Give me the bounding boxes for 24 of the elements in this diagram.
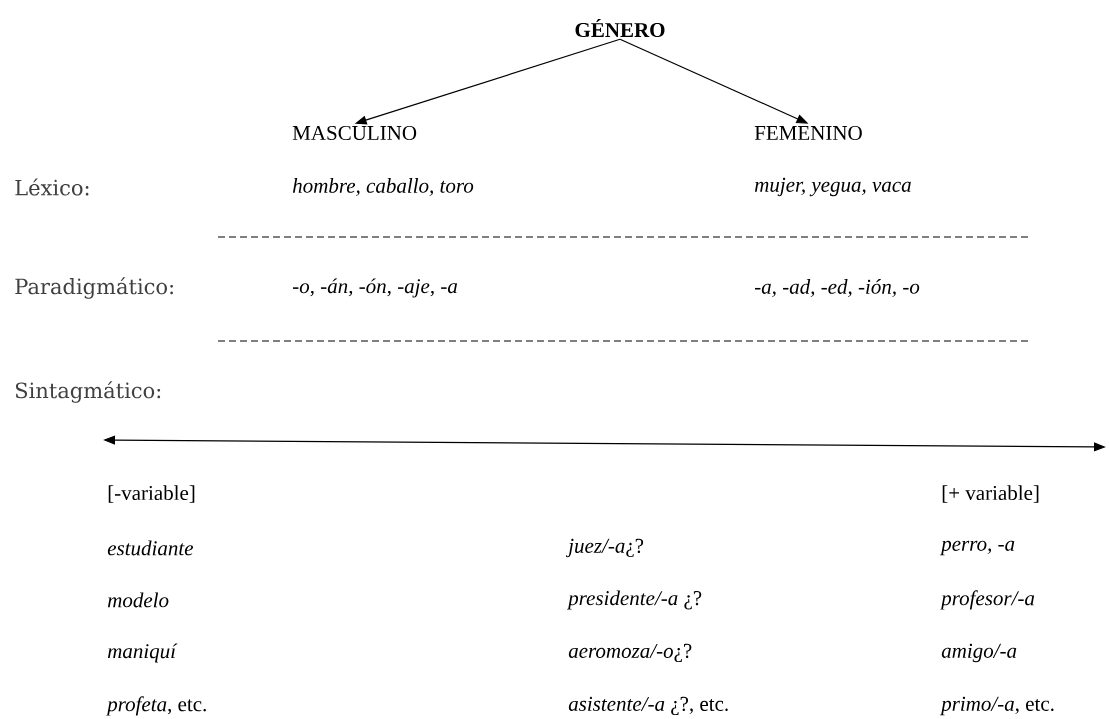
example-word: primo/-a, etc. xyxy=(940,696,1054,716)
example-word: maniquí xyxy=(107,643,178,663)
example-words: hombre, caballo, toro xyxy=(292,178,474,196)
scale-end-label: [+ variable] xyxy=(942,485,1039,503)
example-word: aeromoza/-o¿? xyxy=(568,643,692,663)
suffix-list: -a, -ad, -ed, -ión, -o xyxy=(755,279,920,297)
example-word: asistente/-a ¿?, etc. xyxy=(568,696,728,716)
example-word: amigo/-a xyxy=(941,643,1017,663)
example-word: profesor/-a xyxy=(940,590,1035,610)
category-label: MASCULINO xyxy=(292,125,417,141)
row-heading: Léxico: xyxy=(15,178,89,196)
scale-end-label: [-variable] xyxy=(108,485,195,503)
example-word: modelo xyxy=(107,592,169,608)
category-label: GÉNERO xyxy=(575,18,665,38)
example-word: perro, -a xyxy=(940,540,1015,556)
category-label: FEMENINO xyxy=(754,125,862,141)
example-words: mujer, yegua, vaca xyxy=(754,177,911,197)
example-word: juez/-a¿? xyxy=(565,538,644,558)
row-heading: Paradigmático: xyxy=(15,277,173,299)
example-word: profeta, etc. xyxy=(106,696,206,716)
example-word: estudiante xyxy=(107,540,194,556)
suffix-list: -o, -án, -ón, -aje, -a xyxy=(293,278,458,298)
example-word: presidente/-a ¿? xyxy=(567,590,702,610)
row-heading: Sintagmático: xyxy=(15,381,161,403)
